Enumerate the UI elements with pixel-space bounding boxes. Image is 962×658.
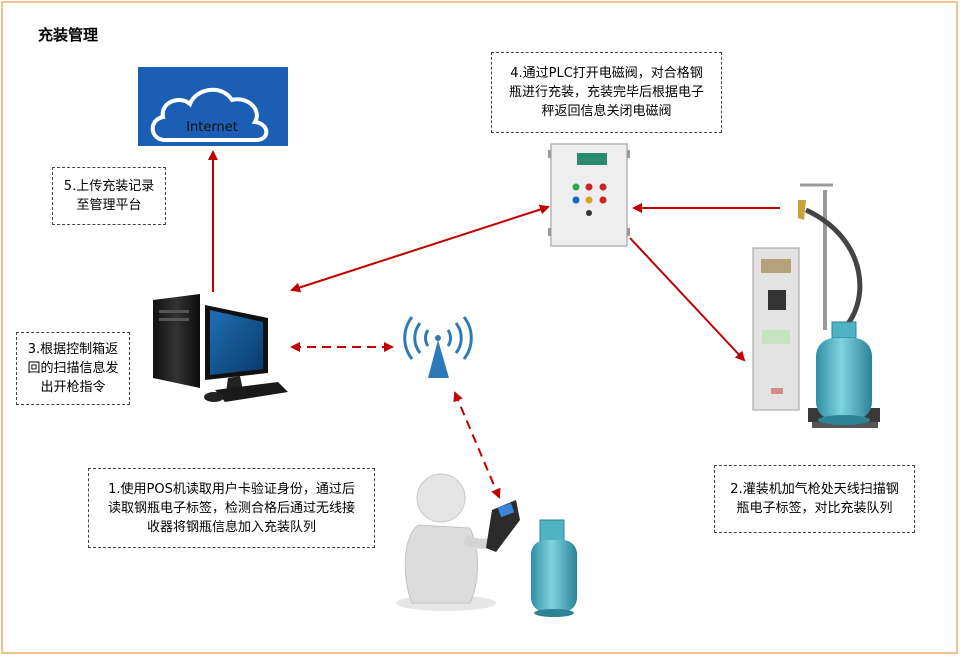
flow-arrows bbox=[208, 150, 780, 499]
wireless-antenna-icon bbox=[403, 316, 473, 378]
internet-cloud-icon: Internet bbox=[138, 67, 288, 146]
step-3-note: 3.根据控制箱返 回的扫描信息发 出开枪指令 bbox=[16, 332, 130, 405]
control-box-icon bbox=[548, 143, 630, 247]
step-5-note: 5.上传充装记录 至管理平台 bbox=[52, 167, 166, 225]
gas-cylinder-icon bbox=[531, 519, 577, 617]
computer-icon bbox=[153, 294, 288, 402]
cloud-label: Internet bbox=[186, 120, 238, 135]
diagram-title: 充装管理 bbox=[38, 26, 99, 44]
step-4-note: 4.通过PLC打开电磁阀，对合格钢 瓶进行充装，充装完毕后根据电子 秤返回信息关… bbox=[491, 52, 722, 133]
arrow-pc-control-box bbox=[290, 204, 550, 293]
person-with-pos-icon bbox=[396, 473, 520, 611]
gas-cylinder-machine-icon bbox=[816, 321, 872, 425]
step-1-note: 1.使用POS机读取用户卡验证身份，通过后 读取钢瓶电子标签，检测合格后通过无线… bbox=[88, 468, 375, 548]
arrow-control-box-to-machine bbox=[629, 237, 746, 362]
arrow-antenna-pos bbox=[453, 391, 501, 499]
step-2-note: 2.灌装机加气枪处天线扫描钢 瓶电子标签，对比充装队列 bbox=[714, 465, 915, 533]
